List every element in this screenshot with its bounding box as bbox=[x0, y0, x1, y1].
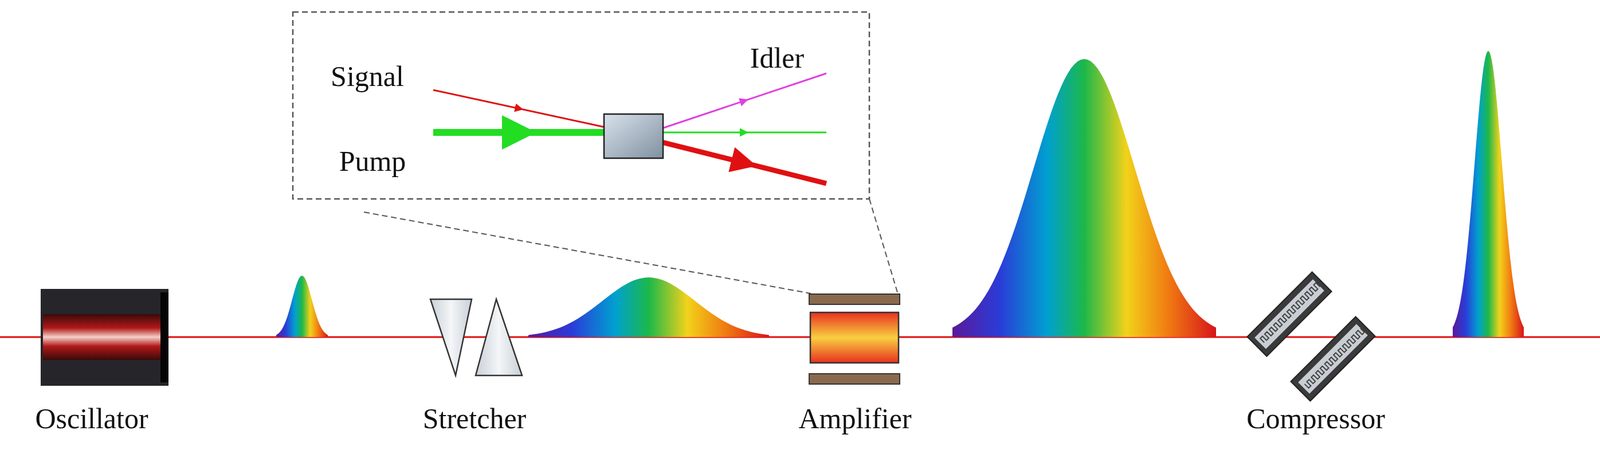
stretched-pulse bbox=[528, 277, 770, 337]
amplified-pulse bbox=[952, 59, 1217, 337]
pump-out-beam bbox=[661, 131, 827, 134]
gain-crystal bbox=[810, 312, 899, 363]
beam-arrow bbox=[518, 128, 520, 136]
leader-line bbox=[869, 198, 898, 293]
label: Oscillator bbox=[34, 402, 148, 435]
pump-bar bbox=[809, 293, 900, 305]
idler-beam bbox=[661, 73, 827, 129]
oscillator-face bbox=[160, 292, 169, 383]
beam-arrow bbox=[740, 159, 747, 166]
label: Signal bbox=[330, 60, 405, 93]
label: Idler bbox=[750, 42, 805, 74]
beam-arrow bbox=[743, 131, 745, 134]
prism bbox=[430, 299, 472, 376]
pump-bar bbox=[809, 373, 900, 384]
label: Stretcher bbox=[422, 402, 527, 435]
seed-pulse bbox=[276, 275, 328, 337]
leader-line bbox=[363, 212, 811, 294]
signal-out-beam bbox=[661, 142, 827, 184]
prism bbox=[475, 299, 523, 376]
oscillator-body bbox=[40, 288, 169, 386]
label: Compressor bbox=[1246, 402, 1386, 435]
inset-box bbox=[292, 12, 870, 199]
oscillator-cavity bbox=[42, 314, 161, 360]
beam-arrow bbox=[518, 107, 521, 110]
grating bbox=[1246, 271, 1332, 356]
label: Pump bbox=[339, 145, 407, 178]
grating bbox=[1290, 316, 1375, 401]
label: Amplifier bbox=[798, 402, 912, 435]
signal-beam bbox=[433, 89, 606, 128]
pump-beam bbox=[433, 128, 606, 136]
beam-arrow bbox=[742, 100, 745, 103]
crystal bbox=[604, 114, 664, 159]
compressed-pulse bbox=[1452, 51, 1524, 337]
